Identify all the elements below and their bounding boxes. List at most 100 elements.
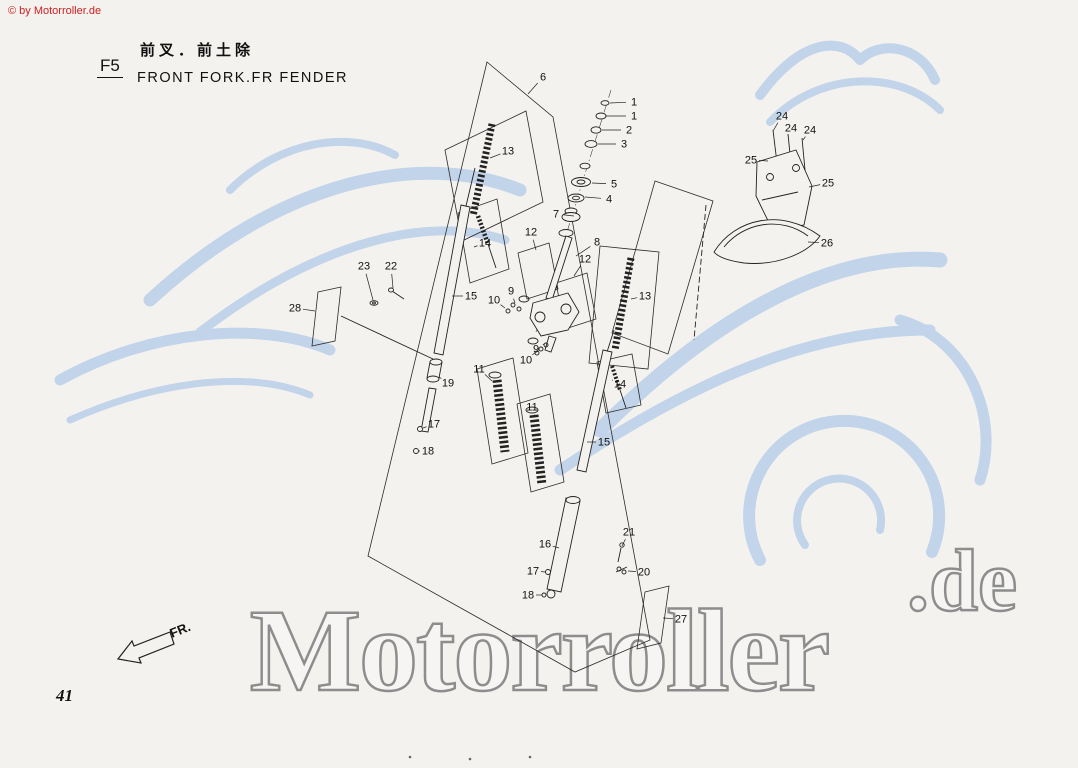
part-number-22: 22 — [385, 261, 397, 273]
part-number-7: 7 — [553, 209, 559, 221]
spring-11-left — [492, 379, 510, 453]
leader-line-23 — [365, 273, 374, 301]
part-number-11: 11 — [473, 364, 484, 376]
part-number-24: 24 — [785, 123, 797, 135]
copyright-text: © by Motorroller.de — [8, 5, 102, 17]
leader-line-9 — [513, 298, 516, 304]
part-number-23: 23 — [358, 261, 370, 273]
part-number-28: 28 — [289, 303, 301, 315]
damper-14-right-coil — [610, 365, 622, 391]
part-number-14: 14 — [614, 379, 626, 391]
leader-line-10 — [500, 304, 506, 309]
part-number-15: 15 — [465, 291, 477, 303]
leader-line-25 — [808, 184, 821, 188]
watermark-text: Motorroller .de — [248, 532, 1018, 718]
fr-arrow-label: FR. — [168, 619, 193, 641]
leader-line-8 — [575, 246, 591, 257]
fasteners-22-23 — [340, 287, 434, 360]
right-spring-panel — [588, 245, 660, 370]
part-number-8: 8 — [594, 237, 600, 249]
part-number-25: 25 — [745, 155, 757, 167]
main-panel — [367, 61, 651, 673]
left-spring-panel — [444, 110, 544, 242]
leader-line-14 — [473, 245, 478, 248]
page-title-english: FRONT FORK.FR FENDER — [137, 70, 348, 86]
bolt-21 — [617, 547, 622, 563]
part-number-11: 11 — [526, 402, 537, 414]
leader-line-28 — [302, 308, 316, 312]
leader-line-22 — [391, 273, 394, 289]
right-fork-assembly — [525, 257, 642, 599]
part-number-24: 24 — [804, 125, 816, 137]
leader-line-27 — [662, 617, 674, 619]
part-number-24: 24 — [776, 111, 788, 123]
part-number-9: 9 — [533, 344, 539, 356]
fender-bracket — [755, 149, 813, 232]
leader-line-9 — [542, 343, 545, 346]
axle-dropout — [546, 589, 556, 599]
washer-stack — [535, 89, 612, 333]
part-number-12: 12 — [525, 227, 537, 239]
watermark-main-text: Motorroller — [250, 585, 829, 716]
fork-tube-15-left — [433, 204, 471, 356]
part-number-9: 9 — [508, 286, 514, 298]
watermark-suffix-text: .de — [907, 533, 1017, 630]
part-number-17: 17 — [527, 566, 539, 578]
part-number-3: 3 — [621, 139, 627, 151]
part-number-27: 27 — [675, 614, 687, 626]
panel-28 — [311, 286, 342, 347]
damper-14-left-coil — [475, 215, 491, 245]
left-damper-panel — [457, 198, 510, 284]
part-number-14: 14 — [479, 238, 491, 250]
part-number-26: 26 — [821, 238, 833, 250]
part-number-10: 10 — [488, 295, 500, 307]
spring11-panel-right — [516, 393, 565, 493]
leader-line-21 — [621, 538, 626, 547]
leader-line-16 — [552, 545, 560, 549]
leader-line-7 — [563, 214, 575, 217]
part-number-20: 20 — [638, 567, 650, 579]
diagram-panels — [311, 61, 714, 673]
link-line-28 — [340, 315, 434, 360]
leader-line-4 — [584, 196, 602, 199]
part-number-12: 12 — [579, 254, 591, 266]
part-number-18: 18 — [522, 590, 534, 602]
panel-27 — [636, 585, 670, 650]
collar-19 — [429, 358, 443, 366]
fender-assembly — [713, 129, 821, 264]
exploded-diagram: FR. 112354768121213131414151591091011111… — [116, 61, 834, 761]
leader-line-13 — [489, 153, 501, 159]
fork-rod-right — [606, 329, 615, 353]
fr-arrow-shape — [116, 631, 175, 664]
front-fender-26 — [713, 219, 821, 264]
part-number-25: 25 — [822, 178, 834, 190]
bolt-18-left — [413, 448, 419, 454]
page-title-chinese: 前叉．前土除 — [140, 42, 255, 59]
screw-22 — [391, 290, 405, 300]
bolt-17-left — [417, 426, 423, 432]
part-number-15: 15 — [598, 437, 610, 449]
damper-14-right-rod — [619, 389, 627, 409]
part-number-4: 4 — [606, 194, 612, 206]
spring-13-left — [469, 123, 496, 217]
part-number-2: 2 — [626, 125, 632, 137]
leader-line-10 — [532, 351, 537, 356]
part-number-5: 5 — [611, 179, 617, 191]
leader-line-25 — [758, 160, 769, 162]
part-number-18: 18 — [422, 446, 434, 458]
part-number-13: 13 — [639, 291, 651, 303]
leader-line-13 — [630, 297, 638, 300]
spring-11-right — [529, 414, 547, 486]
lower-tube-left — [420, 387, 437, 433]
fork-tube-15-right — [576, 349, 613, 473]
leader-line-17 — [422, 426, 427, 429]
damper-14-left-rod — [487, 243, 497, 269]
bolt-17-right — [545, 569, 551, 575]
spring-13-right — [611, 257, 635, 351]
leader-line-12 — [532, 239, 537, 251]
page-number: 41 — [56, 686, 73, 705]
leader-line-11 — [484, 374, 493, 382]
fr-arrow: FR. — [116, 619, 193, 664]
